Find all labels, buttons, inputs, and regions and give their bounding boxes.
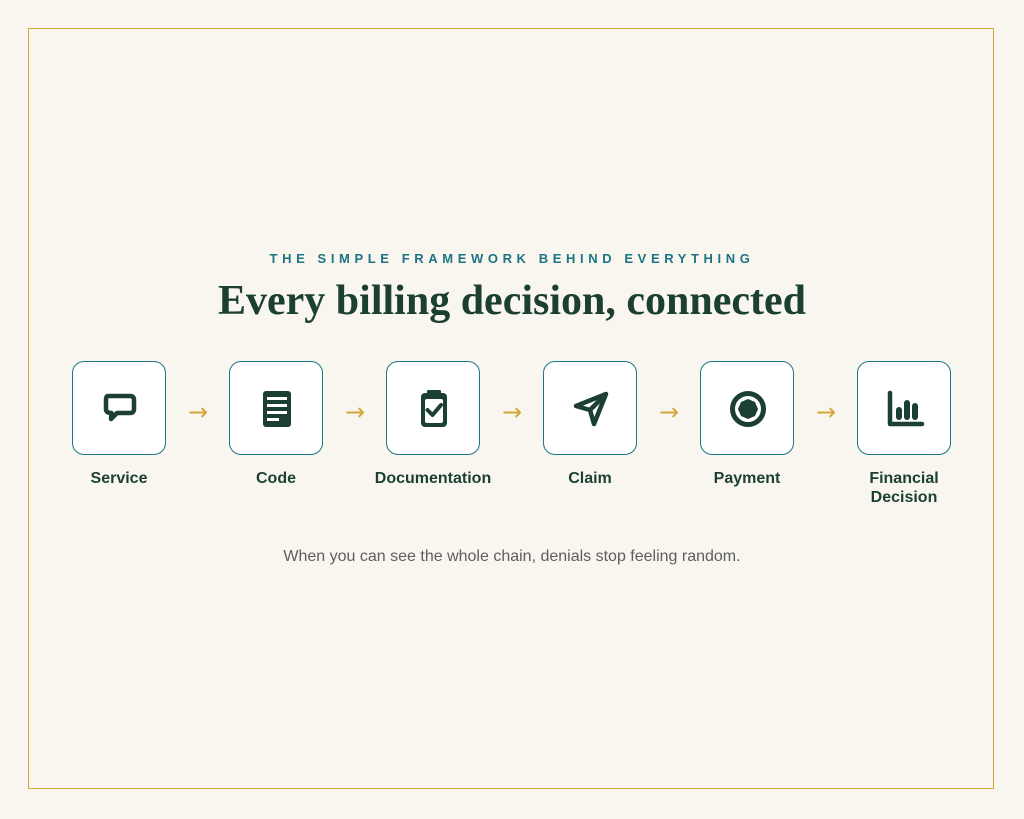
arrow-2: → [344,398,366,426]
coin-icon [730,391,766,427]
step-icon-box [857,361,951,455]
step-icon-box [700,361,794,455]
document-icon [263,391,291,427]
arrow-1: → [187,398,209,426]
page-frame [28,28,994,789]
step-label: Payment [713,470,781,487]
step-icon-box [386,361,480,455]
step-icon-box [229,361,323,455]
eyebrow-text: THE SIMPLE FRAMEWORK BEHIND EVERYTHING [269,251,755,266]
step-label: Service [90,470,148,487]
bar-chart-icon [887,390,925,427]
step-label: Financial Decision [869,470,939,506]
page-title: Every billing decision, connected [218,278,806,324]
arrow-5: → [815,398,837,426]
step-icon-box [72,361,166,455]
step-icon-box [543,361,637,455]
step-label: Claim [568,470,612,487]
footer-caption: When you can see the whole chain, denial… [283,548,741,565]
arrow-4: → [658,398,680,426]
speech-bubble-icon [103,393,137,422]
step-label: Documentation [374,470,492,487]
send-icon [573,391,609,427]
arrow-3: → [501,398,523,426]
clipboard-check-icon [421,390,447,427]
step-label: Code [256,470,296,487]
